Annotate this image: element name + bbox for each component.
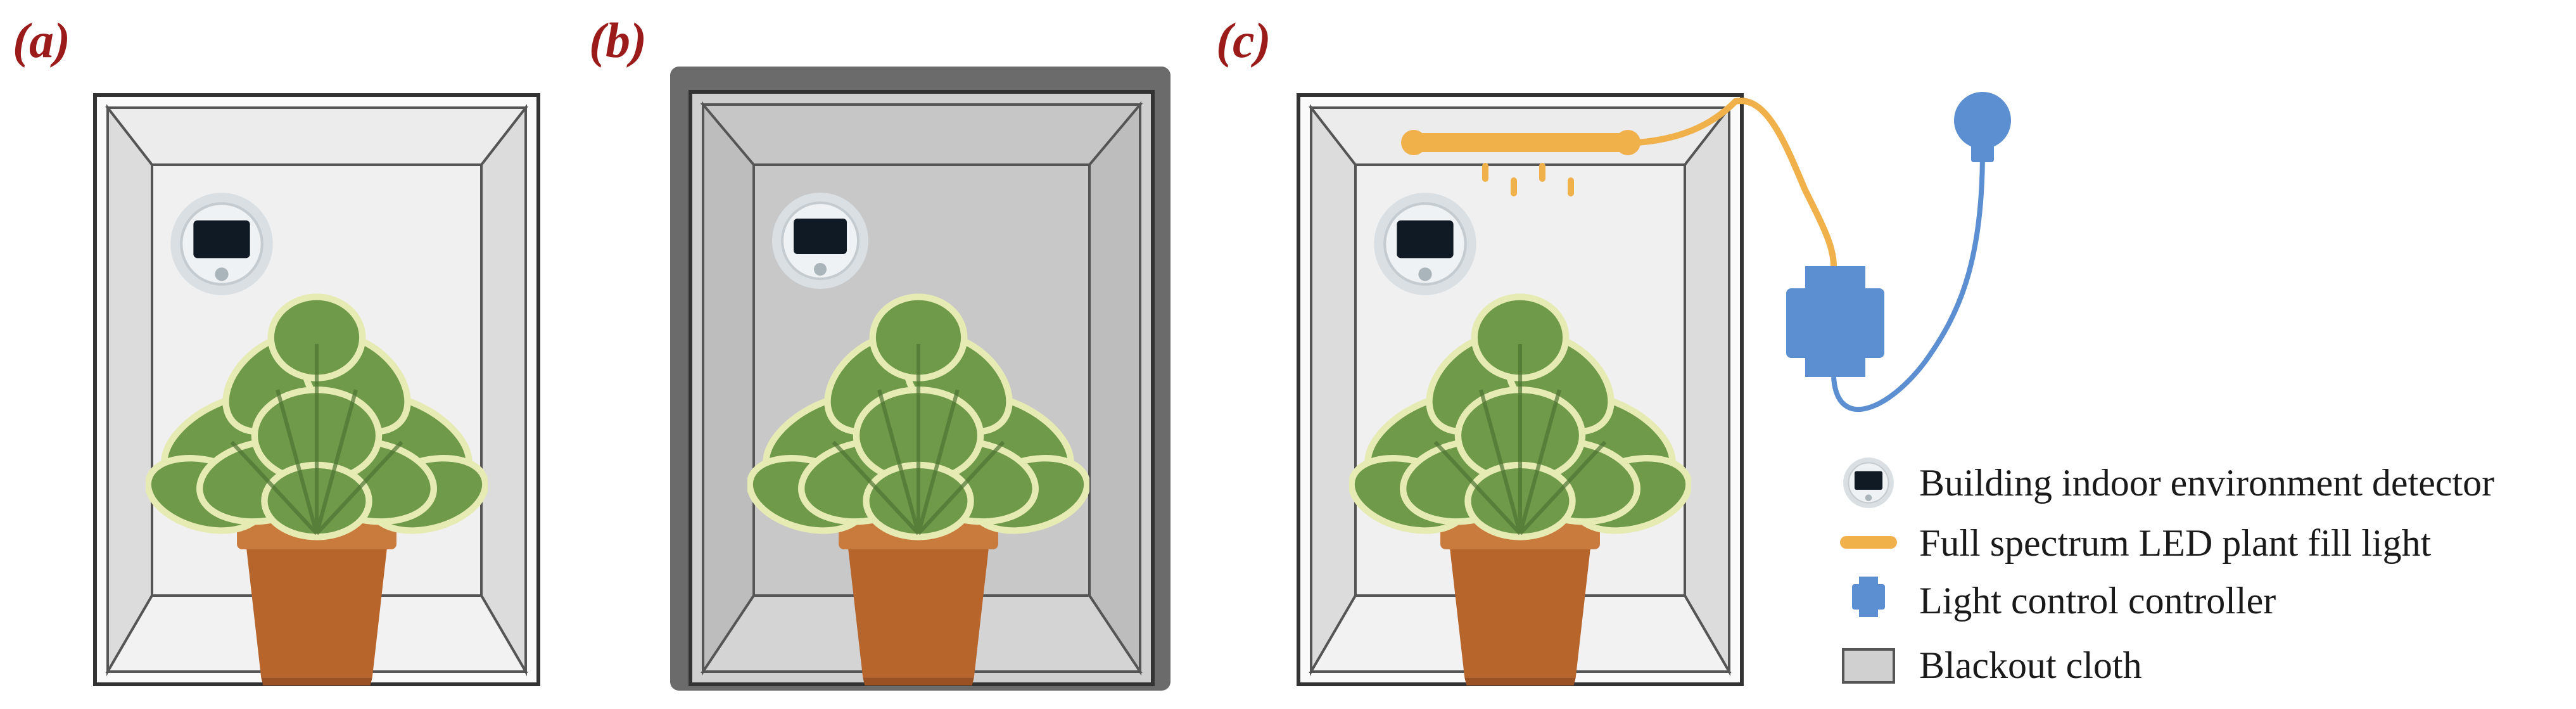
panel-a-label: (a) — [13, 13, 70, 68]
panel-c-label: (c) — [1216, 13, 1271, 68]
box-b-right-wall — [1088, 101, 1141, 676]
legend: Building indoor environment detector Ful… — [1840, 457, 2494, 686]
blackout-cloth-icon — [1842, 648, 1895, 684]
environment-detector-icon — [1843, 457, 1894, 509]
box-b-left-wall — [702, 101, 755, 676]
box-a-left-wall — [106, 104, 153, 677]
panel-b-label: (b) — [589, 13, 647, 68]
box-a-right-wall — [480, 104, 527, 677]
legend-item-blackout: Blackout cloth — [1842, 644, 2142, 686]
legend-item-led: Full spectrum LED plant fill light — [1840, 522, 2432, 564]
box-a-top-wall — [105, 106, 529, 166]
led-fill-light-icon — [1840, 536, 1897, 549]
environment-detector-icon — [1374, 193, 1476, 295]
legend-label-led: Full spectrum LED plant fill light — [1919, 522, 2432, 564]
panel-c: (c) — [1216, 13, 2011, 686]
light-controller-icon — [1786, 266, 1884, 377]
box-c-right-wall — [1684, 104, 1730, 677]
legend-item-controller: Light control controller — [1852, 577, 2276, 622]
light-bulb-icon — [1954, 92, 2011, 162]
environment-detector-icon — [170, 193, 273, 295]
controller-cable — [1831, 151, 1985, 412]
led-cable — [1637, 98, 1837, 267]
panel-a: (a) — [13, 13, 540, 686]
legend-label-controller: Light control controller — [1919, 580, 2276, 622]
light-controller-icon — [1852, 577, 1885, 617]
box-b-top-wall — [700, 103, 1143, 166]
legend-label-blackout: Blackout cloth — [1919, 644, 2142, 686]
box-c-left-wall — [1310, 104, 1357, 677]
environment-detector-icon — [771, 191, 870, 290]
legend-label-detector: Building indoor environment detector — [1919, 462, 2494, 504]
panel-b: (b) — [589, 13, 1171, 691]
led-fill-light-icon — [1401, 130, 1640, 196]
legend-item-detector: Building indoor environment detector — [1843, 457, 2494, 509]
